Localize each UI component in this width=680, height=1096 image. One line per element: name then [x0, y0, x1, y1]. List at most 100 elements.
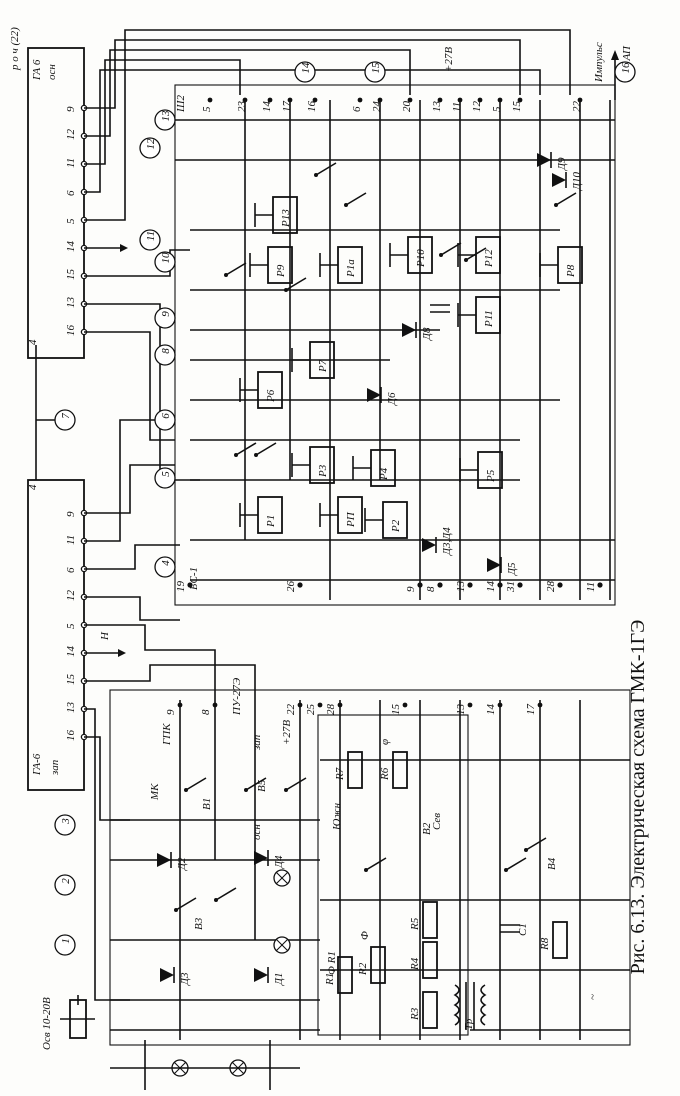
- resistor-label: R7: [334, 767, 346, 781]
- circled-node-label: 10: [160, 252, 172, 264]
- relay-14: Р1а: [319, 246, 363, 284]
- circled-node-15: 15: [364, 61, 386, 83]
- top-unit-corner-label: р о ч (22): [9, 27, 21, 71]
- top-unit-pin-5: 5: [65, 218, 77, 224]
- bottom-unit-pin-12: 12: [65, 590, 77, 602]
- mk-label: МК: [149, 783, 161, 801]
- sh2-pin-5: 5: [491, 106, 503, 112]
- switch-contact: [254, 442, 277, 457]
- sh2-pin-dot: [377, 97, 383, 103]
- top-unit-title: ГА 6: [31, 59, 43, 81]
- switch-contact: [554, 192, 577, 207]
- circled-node-10: 10: [154, 251, 176, 273]
- sh2-pin-dot: [312, 97, 318, 103]
- bottom-unit-pin-9: 9: [65, 511, 77, 517]
- switch-contact: [174, 897, 197, 912]
- diode-label: Д5: [506, 562, 518, 576]
- relay-label: Р5: [485, 469, 497, 483]
- bs1-pin-dot: [187, 582, 193, 588]
- top-unit-ground-pin: 4: [27, 339, 39, 345]
- bs1-pin-dot: [297, 582, 303, 588]
- transformer-tr: [453, 982, 487, 1030]
- r1-tag: Ф R1: [326, 951, 338, 975]
- circled-node-1: 1: [54, 934, 76, 956]
- bs1-pin-dot: [437, 582, 443, 588]
- switch-contact: [244, 777, 267, 792]
- sh2-pin-13: 13: [431, 101, 443, 113]
- sh2-label: Ш2: [175, 95, 187, 113]
- diode-label: Д8: [421, 327, 433, 341]
- circled-node-11: 11: [139, 229, 161, 251]
- lower-pin-15: 15: [390, 704, 402, 716]
- lamp-symbols: [110, 869, 300, 1090]
- sh2-pin-dot: [477, 97, 483, 103]
- bs1-pin-31: 31: [505, 581, 517, 593]
- bottom-unit-pin-15: 15: [65, 674, 77, 686]
- relay-1: Р1: [239, 496, 283, 534]
- switch-contact: [184, 777, 207, 792]
- resistor-r5: R5: [409, 901, 438, 939]
- circled-node-label: 9: [160, 311, 172, 317]
- top-unit-pin-9: 9: [65, 106, 77, 112]
- lower-pin-9: 9: [165, 709, 177, 715]
- switch-contact: [524, 837, 547, 852]
- circled-node-label: 15: [370, 62, 382, 74]
- top-unit-frame: [27, 47, 85, 359]
- sh2-pin-11: 11: [451, 102, 463, 112]
- relay-4: Р4: [352, 449, 396, 487]
- circled-node-label: 1: [60, 938, 72, 944]
- resistor-label: R2: [357, 962, 369, 976]
- sh2-pin-dot: [407, 97, 413, 103]
- sh2-pin-dot: [267, 97, 273, 103]
- circled-node-label: 14: [300, 62, 312, 74]
- bottom-unit-arrow-label: Н: [99, 631, 111, 641]
- capacitor-c1-upper: [430, 304, 450, 313]
- circled-node-label: 7: [60, 413, 72, 419]
- diode-2: Д2: [157, 852, 188, 871]
- diode-label: Д6: [386, 392, 398, 406]
- relay-8: Р8: [539, 246, 583, 284]
- resistor-label: R4: [409, 957, 421, 971]
- resistor-label: R3: [409, 1007, 421, 1021]
- resistor-r1: R1: [324, 956, 353, 994]
- lower-pin-dot: [317, 702, 323, 708]
- circled-node-label: 5: [160, 471, 172, 477]
- switch-label-3: В3: [193, 917, 205, 930]
- impulse-label: Импульс: [593, 42, 605, 83]
- top-unit-pin-14: 14: [65, 241, 77, 253]
- tr-label: Тр: [463, 1018, 475, 1030]
- resistor-label: R1: [324, 973, 336, 986]
- diode-5: Д5: [487, 557, 518, 576]
- lower-pin-17: 17: [525, 704, 537, 716]
- diode-1: Д1: [254, 967, 285, 986]
- circled-node-4: 4: [154, 556, 176, 578]
- sh2-pin-20: 20: [401, 101, 413, 113]
- switch-label-4: В4: [546, 857, 558, 870]
- resistor-label: R6: [379, 767, 391, 781]
- caption-area: Рис. 6.13. Электрическая схема ГМК-1ГЭ: [612, 520, 672, 1090]
- sh2-pin-12: 12: [471, 101, 483, 113]
- switch-label-1: В1: [201, 798, 213, 810]
- bs1-frame: [174, 84, 616, 606]
- relay-label: Р3: [317, 464, 329, 478]
- top-unit-pin-11: 11: [65, 158, 77, 168]
- relay-label: Р13: [280, 209, 292, 228]
- circled-node-label: 12: [145, 138, 157, 150]
- bs1-pin-28: 28: [545, 581, 557, 593]
- diode-8: Д9: [537, 152, 568, 171]
- relay-label: Р8: [565, 264, 577, 278]
- switch-contact: [284, 777, 307, 792]
- bottom-unit-pin-5: 5: [65, 623, 77, 629]
- diode-6: Д6: [367, 387, 398, 406]
- resistor-r6: R6: [379, 751, 408, 789]
- relay-13: Р13: [254, 196, 298, 234]
- circled-node-8: 8: [154, 344, 176, 366]
- diode-label: Д3: [179, 972, 191, 986]
- sh2-pin-6: 6: [351, 106, 363, 112]
- bottom-unit-pin-11: 11: [65, 535, 77, 545]
- sh2-pin-5: 5: [201, 106, 213, 112]
- circled-node-label: 6: [160, 413, 172, 419]
